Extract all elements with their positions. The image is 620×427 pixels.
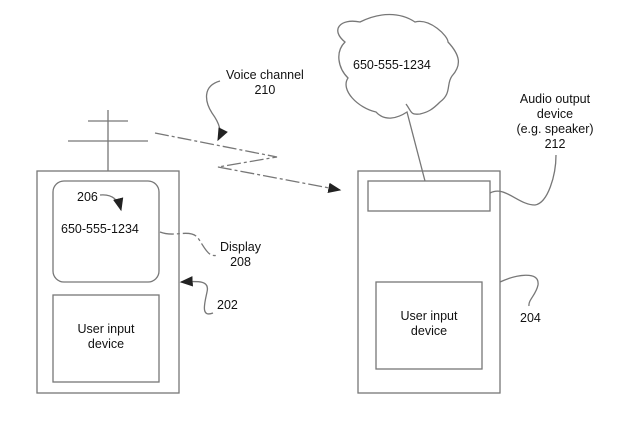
device-b-ref: 204: [520, 311, 541, 325]
device-a-body: [36, 170, 180, 394]
ref-206: 206: [77, 190, 98, 204]
display-label: Display 208: [220, 240, 261, 270]
device-b-speaker: [367, 180, 491, 212]
input-line1: User input: [77, 322, 135, 336]
input-line2: device: [410, 324, 448, 338]
leader-204: [499, 274, 539, 307]
device-a-ref: 202: [217, 298, 238, 312]
audio-line3: (e.g. speaker): [516, 122, 594, 136]
device-a-display: [52, 180, 160, 283]
leader-206: [99, 194, 124, 212]
speech-bubble-text: 650-555-1234: [353, 58, 431, 72]
device-a-input-label: User input device: [53, 322, 159, 352]
device-a-phone-number: 650-555-1234: [61, 222, 139, 236]
audio-line2: device: [536, 107, 574, 121]
voice-channel-label: Voice channel 210: [226, 68, 304, 98]
device-a-input-box: [52, 294, 160, 383]
leader-208: [159, 231, 219, 257]
leader-212: [489, 154, 557, 206]
leader-210: [205, 80, 228, 142]
speech-bubble: [337, 13, 459, 182]
voice-channel-ref: 210: [254, 83, 276, 97]
leader-202: [179, 276, 214, 315]
display-ref: 208: [230, 255, 251, 269]
audio-ref: 212: [544, 137, 566, 151]
display-text: Display: [220, 240, 261, 254]
device-b-input-box: [375, 281, 483, 370]
device-b-input-label: User input device: [376, 309, 482, 339]
voice-channel-text: Voice channel: [226, 68, 304, 82]
input-line1: User input: [400, 309, 458, 323]
input-line2: device: [87, 337, 125, 351]
audio-output-label: Audio output device (e.g. speaker) 212: [505, 92, 605, 152]
antenna-icon: [68, 110, 148, 171]
audio-line1: Audio output: [519, 92, 591, 106]
voice-channel-signal: [154, 132, 342, 193]
